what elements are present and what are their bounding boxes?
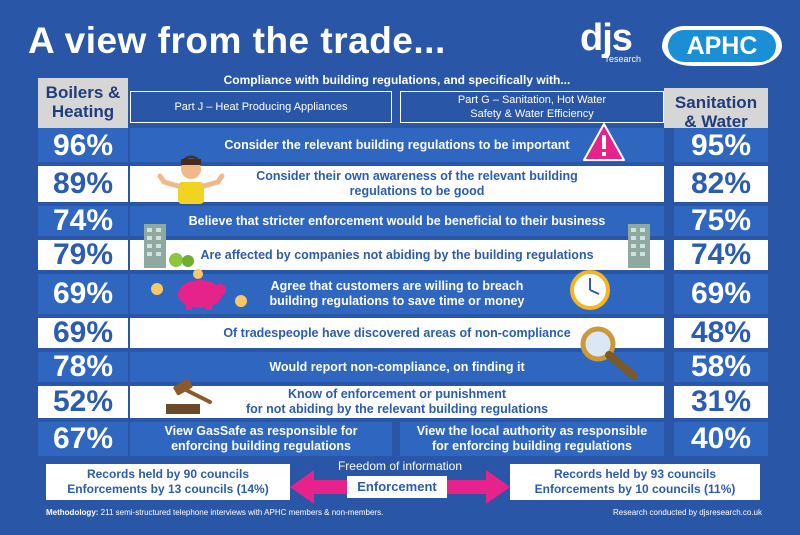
clock-icon (570, 270, 610, 310)
row8-text-line2: for not abiding by the relevant building… (245, 402, 549, 416)
row5-left-percent: 69% (38, 274, 128, 314)
shrugging-person-icon (157, 155, 225, 204)
row7-left-percent: 78% (38, 352, 128, 382)
row4-right-percent: 74% (674, 240, 768, 270)
boilers-heating-label: Boilers & Heating (38, 78, 128, 128)
row2-statement: Consider their own awareness of the rele… (130, 166, 664, 202)
djs-logo-text: djs (580, 17, 633, 59)
row6-text: Of tradespeople have discovered areas of… (223, 325, 571, 340)
methodology-label: Methodology: (46, 508, 99, 517)
part-g-line1: Part G – Sanitation, Hot Water (457, 94, 607, 106)
row2-left-percent: 89% (38, 166, 128, 202)
row9-right-text-line2: for enforcing building regulations (432, 439, 632, 453)
part-g-box: Part G – Sanitation, Hot Water Safety & … (400, 91, 664, 123)
row3-right-percent: 75% (674, 206, 768, 236)
row7-text: Would report non-compliance, on finding … (269, 359, 525, 374)
row9-statement-left: View GasSafe as responsible for enforcin… (130, 422, 392, 456)
aphc-logo: APHC (662, 26, 782, 66)
row1-text: Consider the relevant building regulatio… (224, 137, 570, 152)
records-right-line1: Records held by 93 councils (553, 467, 717, 481)
records-right-box: Records held by 93 councils Enforcements… (510, 464, 760, 500)
coin-icon (151, 283, 163, 295)
row2-text-line1: Consider their own awareness of the rele… (256, 169, 578, 183)
part-j-box: Part J – Heat Producing Appliances (130, 91, 392, 123)
magnifying-glass-icon (580, 326, 638, 380)
page-title: A view from the trade... (28, 20, 446, 61)
row6-right-percent: 48% (674, 318, 768, 348)
boilers-heating-line2: Heating (51, 102, 115, 121)
compliance-heading: Compliance with building regulations, an… (223, 73, 571, 87)
row7-statement: Would report non-compliance, on finding … (130, 352, 664, 382)
row8-right-percent: 31% (674, 386, 768, 418)
row7-right-percent: 58% (674, 352, 768, 382)
row2-right-percent: 82% (674, 166, 768, 202)
row9-left-percent: 67% (38, 422, 128, 456)
methodology-note: Methodology: 211 semi-structured telepho… (46, 508, 383, 517)
row9-right-percent: 40% (674, 422, 768, 456)
records-right-line2: Enforcements by 10 councils (11%) (534, 482, 736, 496)
row5-text-line2: building regulations to save time or mon… (269, 294, 525, 308)
row2-text-line2: regulations to be good (349, 184, 485, 198)
row3-text: Believe that stricter enforcement would … (188, 213, 606, 228)
records-left-box: Records held by 90 councils Enforcements… (46, 464, 290, 500)
row4-left-percent: 79% (38, 240, 128, 270)
row5-right-percent: 69% (674, 274, 768, 314)
row4-text: Are affected by companies not abiding by… (200, 247, 594, 262)
part-j-label: Part J – Heat Producing Appliances (174, 101, 348, 113)
row1-right-percent: 95% (674, 128, 768, 162)
freedom-of-information-label: Freedom of information (337, 459, 463, 473)
building-left-icon (144, 224, 166, 268)
sanitation-water-line1: Sanitation (674, 93, 758, 112)
row9-left-text-line2: enforcing building regulations (171, 439, 351, 453)
warning-icon (583, 123, 625, 161)
piggy-bank-icon (178, 269, 226, 310)
row5-text-line1: Agree that customers are willing to brea… (270, 279, 524, 293)
row3-statement: Believe that stricter enforcement would … (130, 206, 664, 236)
row6-statement: Of tradespeople have discovered areas of… (130, 318, 664, 348)
row8-statement: Know of enforcement or punishment for no… (130, 386, 664, 418)
boilers-heating-line1: Boilers & (45, 83, 121, 102)
row8-left-percent: 52% (38, 386, 128, 418)
coin-icon-2 (235, 295, 247, 307)
djs-research-logo: djs research (580, 17, 650, 66)
row6-left-percent: 69% (38, 318, 128, 348)
row1-left-percent: 96% (38, 128, 128, 162)
row9-left-text-line1: View GasSafe as responsible for (164, 424, 358, 438)
row9-right-text-line1: View the local authority as responsible (416, 424, 648, 438)
row8-text-line1: Know of enforcement or punishment (287, 387, 507, 401)
enforcement-label: Enforcement (347, 476, 447, 498)
trees-left-icon (169, 253, 194, 267)
methodology-text: 211 semi-structured telephone interviews… (100, 508, 384, 517)
sanitation-water-label: Sanitation & Water (664, 88, 768, 131)
row3-left-percent: 74% (38, 206, 128, 236)
aphc-logo-text: APHC (668, 30, 776, 62)
part-g-line2: Safety & Water Efficiency (470, 108, 594, 120)
row1-statement: Consider the relevant building regulatio… (130, 128, 664, 162)
sanitation-water-line2: & Water (684, 112, 748, 131)
row9-statement-right: View the local authority as responsible … (400, 422, 664, 456)
records-left-line1: Records held by 90 councils (86, 467, 250, 481)
research-credit: Research conducted by djsresearch.co.uk (613, 508, 762, 517)
building-right-icon (628, 224, 650, 268)
row4-statement: Are affected by companies not abiding by… (130, 240, 664, 270)
djs-logo-subtext: research (606, 54, 642, 64)
gavel-icon (166, 378, 212, 414)
records-left-line2: Enforcements by 13 councils (14%) (67, 482, 269, 496)
